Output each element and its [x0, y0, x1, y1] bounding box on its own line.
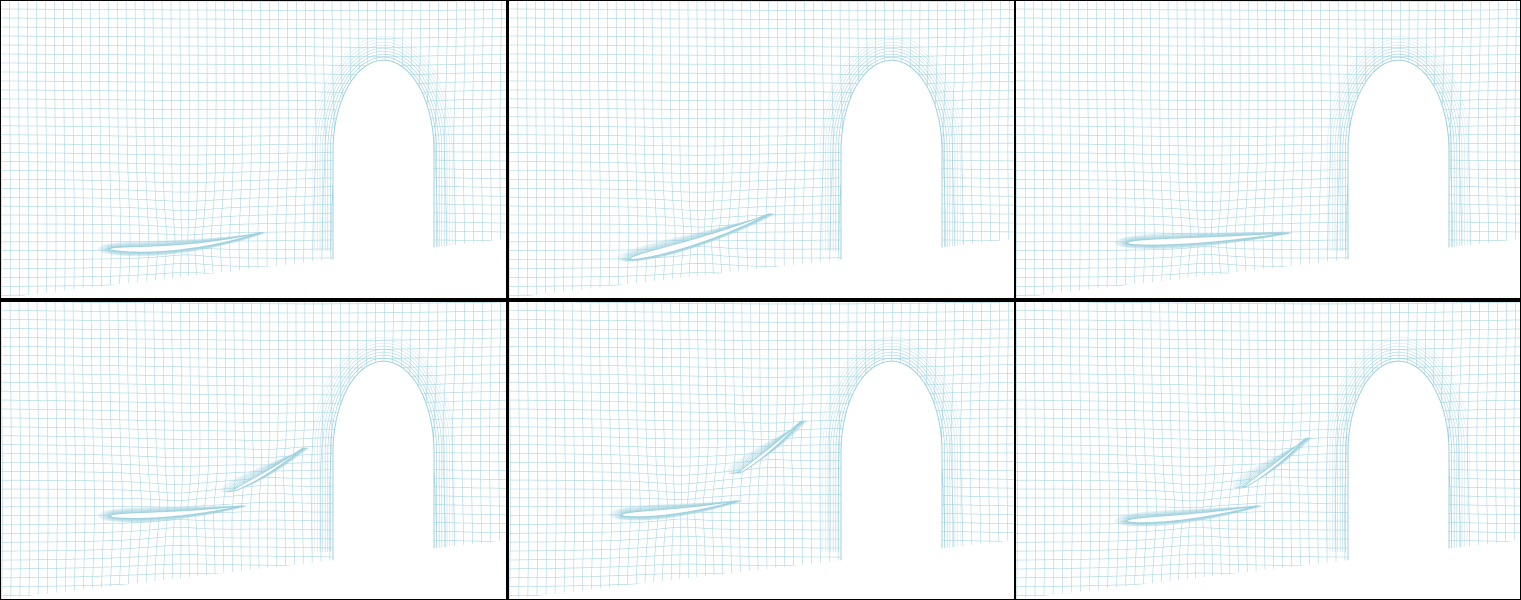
mesh-lines [1, 302, 506, 599]
main-airfoil-body [107, 505, 242, 519]
arch-obstacle [332, 59, 435, 298]
arch-opening [1384, 542, 1434, 599]
main-airfoil-body [1124, 232, 1287, 246]
ground-region [509, 239, 1014, 298]
flap-airfoil-body [737, 420, 802, 474]
main-airfoil-body [627, 213, 770, 261]
boundary-layer [617, 35, 964, 262]
arch-opening [369, 542, 419, 599]
main-airfoil-body [619, 500, 737, 518]
mesh-svg-5 [509, 302, 1014, 599]
mesh-svg-4 [1, 302, 506, 599]
arch-obstacle [840, 59, 943, 298]
mesh-panel-4 [1, 302, 506, 599]
boundary-layer [97, 336, 456, 552]
mesh-panel-5 [509, 302, 1014, 599]
arch-opening [877, 542, 927, 599]
arch-opening [877, 241, 927, 298]
main-airfoil-body [107, 232, 260, 253]
arch-obstacle [840, 360, 943, 599]
mesh-panel-1 [1, 1, 506, 298]
flap-airfoil-body [1242, 437, 1307, 488]
arch-opening [369, 241, 419, 298]
mesh-svg-2 [509, 1, 1014, 298]
ground-region [1, 239, 506, 298]
arch-opening [1384, 241, 1434, 298]
main-airfoil-body [1124, 505, 1257, 524]
mesh-panel-2 [509, 1, 1014, 298]
arch-obstacle [1347, 360, 1450, 599]
mesh-lines [509, 302, 1014, 599]
arch-obstacle [332, 360, 435, 599]
flap-airfoil-body [231, 447, 304, 492]
mesh-svg-3 [1016, 1, 1520, 298]
boundary-layer [97, 35, 456, 257]
mesh-panel-3 [1016, 1, 1520, 298]
mesh-svg-6 [1016, 302, 1520, 599]
arch-obstacle [1347, 59, 1450, 298]
mesh-svg-1 [1, 1, 506, 298]
mesh-panel-6 [1016, 302, 1520, 599]
boundary-layer [1114, 35, 1471, 251]
